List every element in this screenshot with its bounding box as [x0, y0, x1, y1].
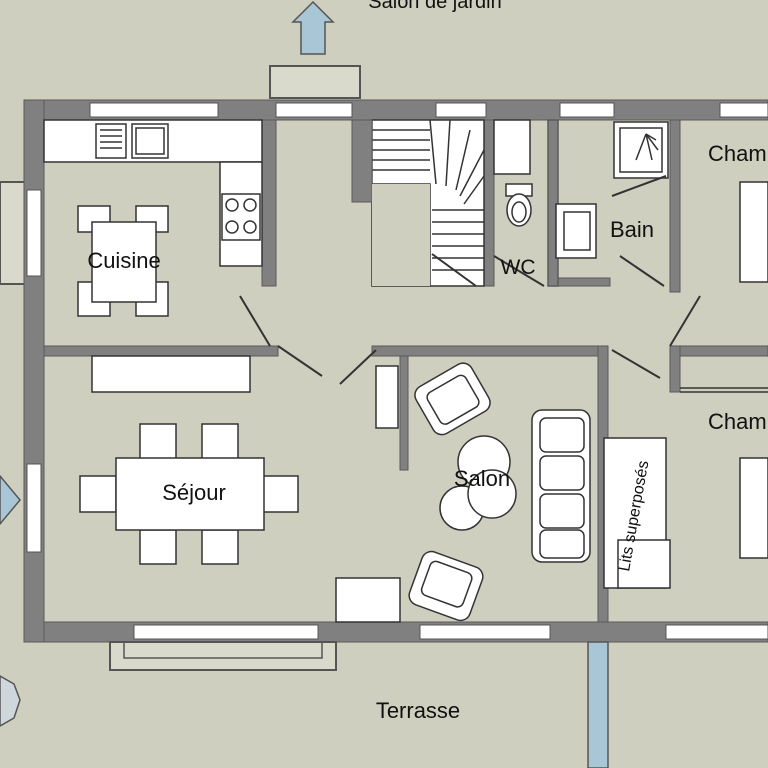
windows	[26, 102, 768, 640]
label-chambre-2: Cham	[708, 409, 767, 434]
wc-fixtures	[493, 119, 559, 287]
beds	[603, 181, 768, 589]
salon-furniture	[335, 362, 591, 623]
plant-icon	[0, 675, 21, 727]
label-cuisine: Cuisine	[87, 248, 160, 273]
label-wc: WC	[501, 256, 536, 279]
bath-fixtures	[555, 121, 669, 259]
left-bay	[0, 181, 27, 285]
sideboard	[91, 355, 251, 393]
interior-walls	[43, 119, 768, 623]
entrance-arrow-icon	[0, 474, 21, 526]
stair-landing	[372, 184, 430, 286]
kitchen-counter	[43, 119, 263, 267]
label-terrasse: Terrasse	[376, 698, 460, 723]
label-bain: Bain	[610, 217, 654, 242]
wardrobe	[680, 387, 768, 393]
terrace	[109, 641, 609, 768]
label-salon: Salon	[454, 466, 510, 491]
label-sejour: Séjour	[162, 480, 226, 505]
garden-step	[269, 65, 361, 99]
label-salon-jardin: Salon de jardin	[368, 0, 501, 13]
stove-icon	[225, 198, 257, 234]
garden-arrow-icon	[291, 0, 335, 55]
dining-table	[79, 423, 299, 565]
doors	[239, 175, 701, 385]
kitchen-table	[77, 205, 169, 317]
label-chambre-1: Cham	[708, 141, 767, 166]
